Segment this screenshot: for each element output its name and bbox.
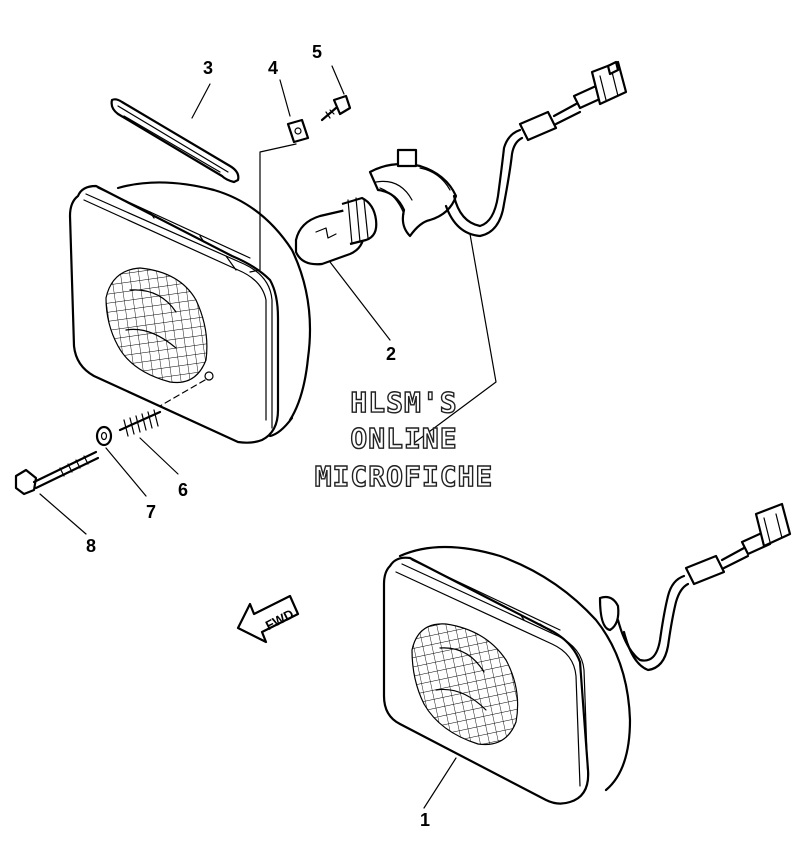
part-3-trim-strip	[110, 83, 240, 184]
watermark-line-1: HLSM'S	[350, 386, 457, 419]
callout-5: 5	[312, 42, 322, 62]
part-8-bolt	[14, 450, 100, 535]
part-4-grommet	[249, 79, 310, 273]
callout-6: 6	[178, 480, 188, 500]
part-6-spring	[118, 409, 179, 475]
part-7-washer	[95, 425, 147, 497]
wire-sleeve	[518, 110, 558, 142]
upper-wire-harness	[409, 60, 628, 447]
callout-3: 3	[203, 58, 213, 78]
upper-headlight-assembly	[68, 181, 312, 444]
bulb-socket	[368, 148, 458, 238]
watermark-line-3: MICROFICHE	[315, 460, 494, 493]
adjuster-hole	[204, 371, 214, 381]
callout-8: 8	[86, 536, 96, 556]
lower-lens-mesh	[411, 623, 519, 746]
lens-mesh	[105, 267, 208, 384]
part-5-screw	[320, 65, 352, 122]
lower-headlight-assembly	[382, 502, 792, 809]
lower-headlight-housing	[398, 545, 632, 792]
watermark-line-2: ONLINE	[350, 422, 457, 455]
callout-4: 4	[268, 58, 278, 78]
callout-1: 1	[420, 810, 430, 830]
watermark: HLSM'S ONLINE MICROFICHE	[314, 385, 494, 493]
callout-7: 7	[146, 502, 156, 522]
headlight-housing	[116, 181, 312, 422]
fwd-direction-arrow: FWD	[236, 594, 300, 644]
part-2-bulb	[294, 196, 391, 341]
callout-2: 2	[386, 344, 396, 364]
